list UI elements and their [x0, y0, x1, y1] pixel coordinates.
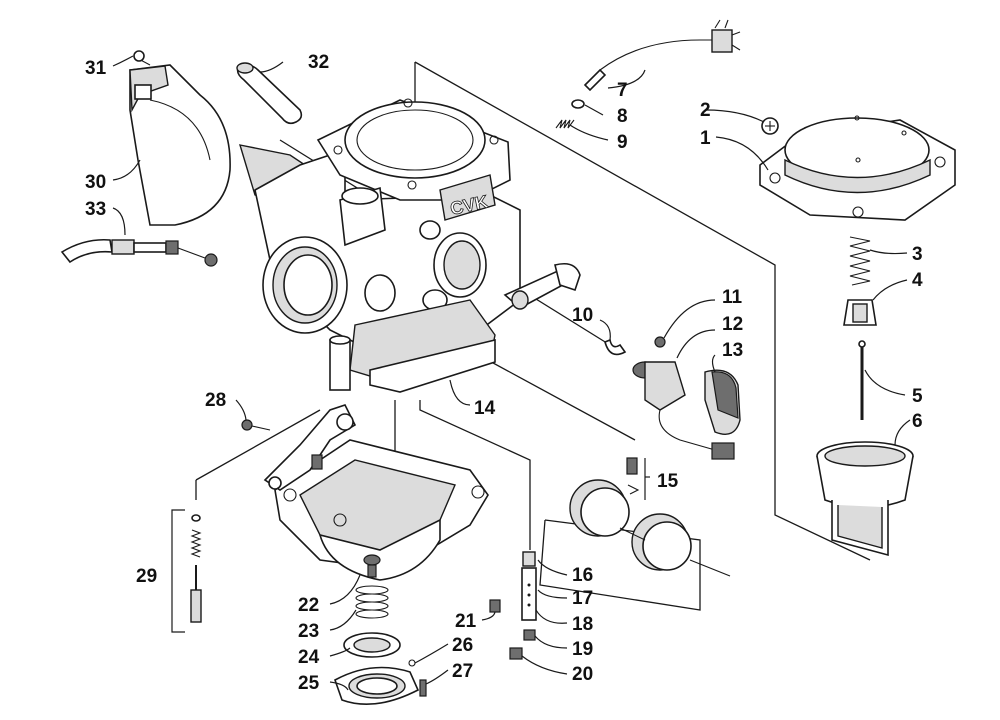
callout-4: 4 — [912, 270, 923, 291]
callout-22: 22 — [298, 595, 319, 616]
callout-11: 11 — [722, 287, 743, 308]
top-cover-1 — [759, 115, 956, 221]
piston-slide-6 — [816, 441, 914, 557]
cable-7 — [583, 19, 741, 92]
callout-5: 5 — [912, 386, 923, 407]
callout-28: 28 — [205, 390, 226, 411]
callout-15: 15 — [657, 471, 679, 492]
pin-26 — [408, 659, 416, 667]
emulsion-tube-18 — [521, 567, 537, 621]
callout-13: 13 — [722, 340, 743, 361]
callout-29: 29 — [136, 566, 157, 587]
callout-20: 20 — [572, 664, 593, 685]
spring-3 — [849, 236, 871, 286]
callout-3: 3 — [912, 244, 923, 265]
screw-28 — [241, 419, 271, 431]
choke-12 — [632, 361, 735, 460]
jet-15 — [626, 457, 646, 500]
callout-2: 2 — [700, 100, 711, 121]
callout-1: 1 — [700, 128, 711, 149]
pump-lever — [263, 404, 357, 491]
callout-24: 24 — [298, 647, 320, 668]
callout-21: 21 — [455, 611, 477, 632]
callout-17: 17 — [572, 588, 593, 609]
pump-cover-25 — [334, 666, 420, 705]
callout-27: 27 — [452, 661, 473, 682]
float-bowl-14 — [274, 439, 489, 581]
screw-31 — [133, 50, 151, 66]
callout-32: 32 — [308, 52, 329, 73]
spring-9 — [555, 119, 575, 129]
callout-10: 10 — [572, 305, 593, 326]
leader-lines — [112, 55, 911, 691]
screw-2 — [761, 117, 779, 135]
callout-9: 9 — [617, 132, 628, 153]
callout-30: 30 — [85, 172, 106, 193]
floats-16 — [569, 479, 731, 577]
callout-31: 31 — [85, 58, 107, 79]
main-jet-19 — [523, 629, 536, 641]
spring-23 — [355, 585, 389, 619]
callout-16: 16 — [572, 565, 593, 586]
jet-21 — [489, 599, 501, 613]
callout-19: 19 — [572, 639, 593, 660]
vent-hose-32 — [236, 62, 303, 125]
screw-27 — [419, 679, 427, 697]
clip-10 — [604, 338, 627, 356]
callout-33: 33 — [85, 199, 106, 220]
callout-25: 25 — [298, 673, 320, 694]
callout-6: 6 — [912, 411, 923, 432]
diaphragm-24 — [343, 632, 401, 658]
callout-labels: 31 32 30 33 7 8 9 2 1 3 4 5 6 11 10 12 1… — [85, 52, 923, 694]
carburetor-body: CVK — [238, 98, 581, 393]
callout-18: 18 — [572, 614, 593, 635]
retainer-4 — [843, 299, 877, 326]
plug-20 — [509, 647, 523, 660]
callout-7: 7 — [617, 80, 628, 101]
throttle-cable-33 — [60, 238, 218, 267]
callout-14: 14 — [474, 398, 496, 419]
callout-26: 26 — [452, 635, 473, 656]
choke-knob-13 — [704, 369, 741, 435]
pilot-screw-29 — [171, 509, 202, 633]
washer-8 — [571, 99, 585, 109]
callout-23: 23 — [298, 621, 319, 642]
throttle-cover-30 — [129, 64, 231, 226]
jet-needle-5 — [858, 340, 866, 420]
callout-12: 12 — [722, 314, 743, 335]
needle-jet-17 — [522, 551, 536, 567]
screw-11 — [654, 336, 666, 348]
screw-22 — [367, 564, 377, 578]
callout-8: 8 — [617, 106, 628, 127]
